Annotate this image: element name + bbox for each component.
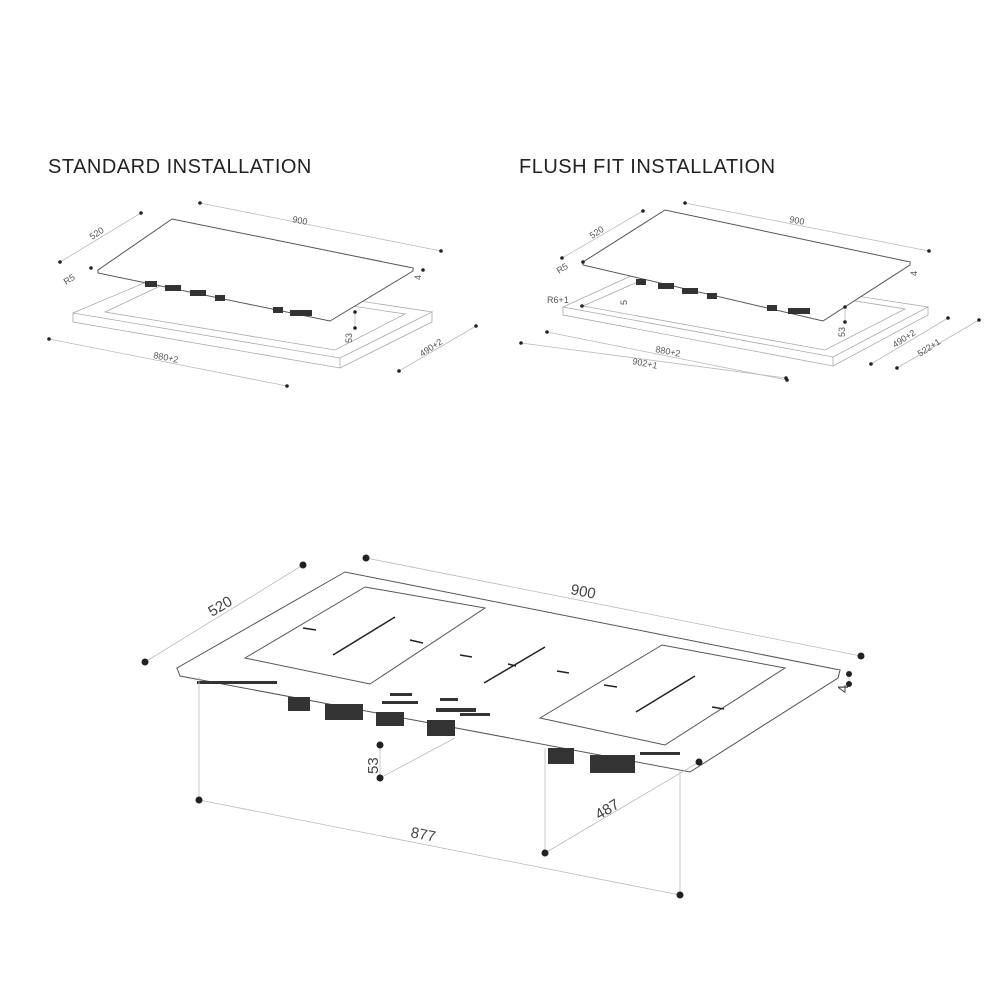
flush-rebate-depth-outer-label: 522+1 [916,337,943,359]
flush-height-label: 53 [837,327,847,337]
main-thickness-label: 4 [835,685,852,693]
standard-height-label: 53 [344,333,354,343]
standard-depth-label: 520 [88,225,106,242]
standard-cutout [71,271,434,369]
main-depth-label: 520 [205,593,235,620]
flush-radius-label: R5 [555,261,570,276]
flush-thickness-label: 4 [909,271,919,276]
main-hob [175,571,842,773]
flush-installation-title: FLUSH FIT INSTALLATION [519,156,776,178]
standard-cutout-depth-label: 490+2 [418,337,445,359]
flush-cutout-width-label: 880+2 [655,344,682,359]
standard-thickness-label: 4 [413,275,423,280]
flush-hob [581,209,912,322]
main-body-depth-label: 487 [592,796,622,823]
main-dimensions: 900 520 4 53 877 487 [141,554,865,899]
controls [382,693,490,716]
standard-cutout-width-label: 880+2 [153,350,180,365]
main-width-label: 900 [569,581,597,602]
main-body-width-label: 877 [409,824,437,845]
standard-drawing: 900 520 R5 4 53 880+2 490+2 [47,201,478,388]
main-height-label: 53 [365,757,382,774]
flush-rebate-radius-label: R6+1 [547,295,569,305]
flush-width-label: 900 [789,214,806,227]
standard-width-label: 900 [292,214,309,227]
standard-hob [96,218,415,322]
flush-drawing: 900 520 R5 R6+1 5 4 53 880+2 902+1 490+2… [519,201,981,382]
standard-dimensions: 900 520 R5 4 53 880+2 490+2 [47,201,478,388]
standard-installation-title: STANDARD INSTALLATION [48,156,312,178]
standard-radius-label: R5 [62,272,77,287]
underside-components [197,681,680,773]
flush-depth-label: 520 [588,224,606,241]
main-drawing: 900 520 4 53 877 487 [141,554,865,899]
flush-rebate-width-label: 902+1 [632,356,659,371]
flush-rebate-depth-label: 5 [619,300,629,305]
